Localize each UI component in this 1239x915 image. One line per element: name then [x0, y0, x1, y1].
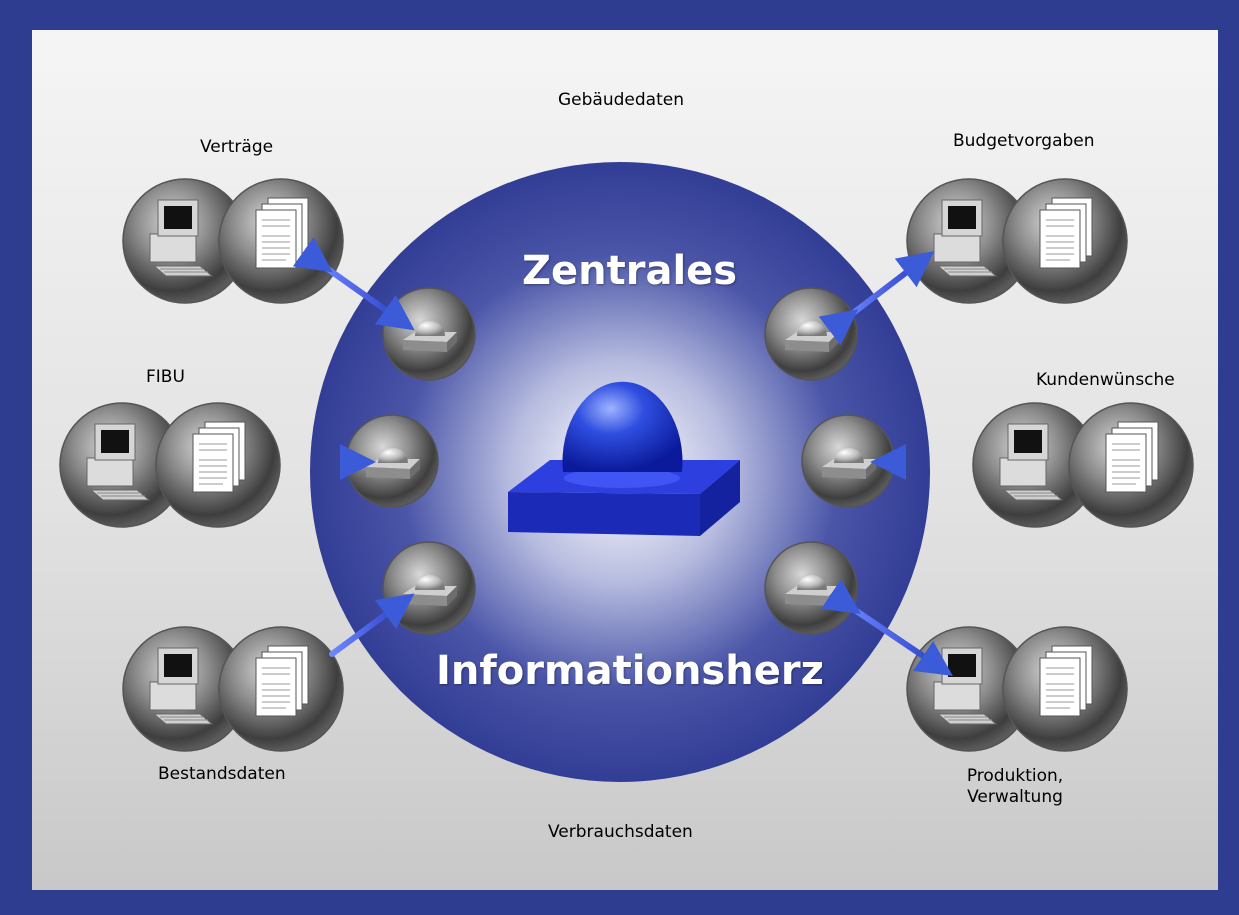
source-group-mid-right [972, 402, 1194, 528]
documents-icon [218, 178, 344, 304]
documents-icon [155, 402, 281, 528]
label-mid-right: Kundenwünsche [1036, 370, 1175, 390]
hub-title-bottom: Informationsherz [436, 648, 824, 694]
label-bottom: Verbrauchsdaten [548, 822, 693, 842]
central-database-icon [508, 381, 740, 536]
hub-node-top-left-icon [382, 287, 476, 381]
label-bottom-right-line1: Produktion, [966, 766, 1064, 786]
label-top: Gebäudedaten [558, 90, 684, 110]
source-group-top-right [906, 178, 1128, 304]
documents-icon [1002, 626, 1128, 752]
arrow-bottom-left [329, 593, 415, 657]
source-group-top-left [122, 178, 344, 304]
label-bottom-right-line2: Verwaltung [967, 787, 1063, 807]
source-group-mid-left [59, 402, 281, 528]
arrow-top-right [818, 251, 935, 346]
label-bottom-right: Produktion, Verwaltung [960, 766, 1070, 808]
source-group-bottom-right [906, 626, 1128, 752]
arrow-bottom-right [821, 579, 953, 677]
label-top-left: Verträge [200, 137, 274, 157]
hub-node-bottom-right-icon [764, 541, 858, 635]
label-bottom-left: Bestandsdaten [158, 764, 286, 784]
documents-icon [1068, 402, 1194, 528]
hub-node-top-right-icon [764, 287, 858, 381]
documents-icon [1002, 178, 1128, 304]
arrow-top-left [292, 236, 415, 331]
label-top-right: Budgetvorgaben [953, 131, 1095, 151]
label-mid-left: FIBU [146, 367, 185, 387]
documents-icon [218, 626, 344, 752]
hub-node-bottom-left-icon [382, 541, 476, 635]
hub-title-top: Zentrales [522, 248, 738, 294]
hub-node-mid-right-icon [801, 414, 895, 508]
source-group-bottom-left [122, 626, 344, 752]
